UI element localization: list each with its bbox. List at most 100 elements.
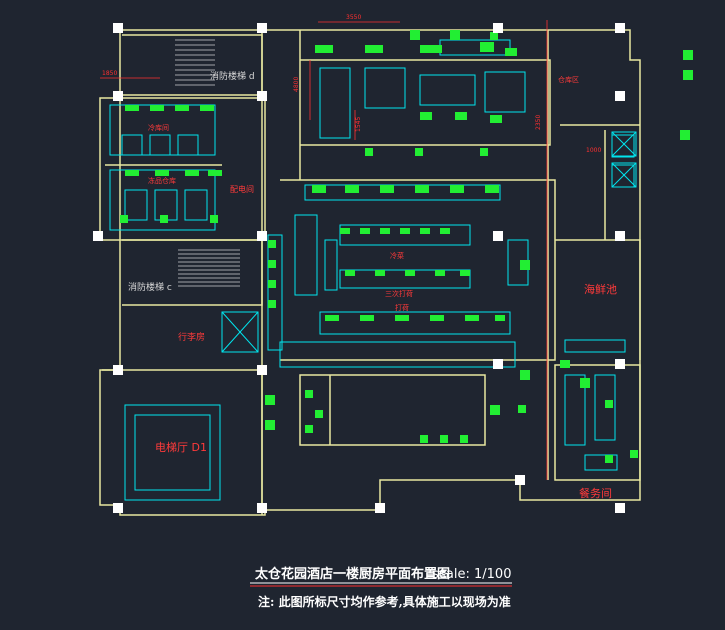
fixture-block — [410, 30, 420, 40]
title-scale: scale: 1/100 — [432, 567, 511, 582]
fixture-block — [490, 115, 502, 123]
dim-right-b: 1000 — [586, 147, 601, 154]
label-fire-stair-c: 消防楼梯 c — [128, 281, 172, 293]
dining-outer-frame — [124, 404, 221, 501]
fixture-block — [480, 148, 488, 156]
fixture-block — [125, 170, 139, 176]
label-elec-room: 配电间 — [230, 184, 254, 194]
fixture-block — [325, 315, 339, 321]
restroom-wall — [299, 374, 486, 446]
upper-line-5 — [439, 39, 511, 56]
label-dining-hall: 电梯厅 D1 — [155, 441, 207, 454]
fixture-block — [360, 228, 370, 234]
dim-right-a: 2350 — [535, 115, 542, 130]
fixture-block — [415, 185, 429, 193]
service-counter-1 — [594, 374, 616, 441]
seafood-tank — [564, 339, 626, 353]
main-side-1 — [294, 214, 318, 296]
dining-wall — [102, 369, 263, 510]
fixture-block — [200, 105, 214, 111]
column — [93, 231, 103, 241]
fixture-block — [268, 260, 276, 268]
fixture-block — [630, 450, 638, 458]
main-island-1 — [339, 224, 471, 246]
upper-kitchen-wall — [300, 59, 551, 146]
label-cold-dish: 冷菜 — [390, 251, 404, 260]
label-cold-room: 冷库间 — [148, 123, 169, 132]
fixture-block — [312, 185, 326, 193]
cold-room-rack-2 — [149, 134, 171, 156]
fixture-block — [580, 378, 590, 388]
dimension-lines — [100, 20, 548, 480]
fixture-block — [683, 70, 693, 80]
column — [257, 365, 267, 375]
column — [493, 23, 503, 33]
label-seafood-pool: 海鲜池 — [584, 282, 617, 296]
fixture-block — [400, 228, 410, 234]
fixture-block — [360, 315, 374, 321]
upper-line-2 — [364, 67, 406, 109]
fixture-block — [485, 185, 499, 193]
column — [257, 503, 267, 513]
fixture-block — [175, 105, 189, 111]
fixture-block — [155, 170, 169, 176]
title-note: 注: 此图所标尺寸均作参考,具体施工以现场为准 — [258, 594, 511, 609]
fixture-block — [125, 105, 139, 111]
fixture-block — [185, 170, 199, 176]
column — [113, 91, 123, 101]
fixture-block — [305, 390, 313, 398]
elevator-cab — [221, 311, 259, 353]
fixture-block — [375, 270, 385, 276]
title-main: 太仓花园酒店一楼厨房平面布置图 — [254, 566, 450, 582]
dim-mid: 1545 — [355, 117, 362, 132]
fixture-block — [380, 185, 394, 193]
lift-right-2 — [611, 162, 637, 188]
fixture-block — [680, 130, 690, 140]
lift-right-1-cross-b — [611, 131, 637, 157]
upper-line-1 — [319, 67, 351, 139]
column — [375, 503, 385, 513]
fixture-block — [683, 50, 693, 60]
column — [113, 23, 123, 33]
column — [493, 359, 503, 369]
fixture-block — [490, 405, 500, 415]
cold-room-rack-1 — [121, 134, 143, 156]
fixture-block — [435, 270, 445, 276]
fixture-block — [315, 45, 333, 53]
fixture-block — [460, 270, 470, 276]
fixture-block — [465, 315, 479, 321]
column — [615, 231, 625, 241]
fixture-block — [268, 280, 276, 288]
fixture-block — [420, 112, 432, 120]
column — [615, 503, 625, 513]
column — [515, 475, 525, 485]
fixture-block — [345, 185, 359, 193]
fixture-block — [345, 270, 355, 276]
label-fire-stair-d: 消防楼梯 d — [210, 70, 255, 82]
column — [257, 23, 267, 33]
fixture-block — [440, 435, 448, 443]
fixture-block — [490, 32, 498, 40]
fixture-block — [208, 170, 222, 176]
dim-left-top: 1850 — [102, 70, 117, 77]
fixture-block — [450, 185, 464, 193]
stove-row — [319, 311, 511, 335]
column — [493, 231, 503, 241]
fixture-block — [210, 215, 218, 223]
fixture-block — [268, 240, 276, 248]
fixture-block — [265, 395, 275, 405]
label-butcher: 打荷 — [395, 303, 409, 312]
cold-room-rack-3 — [177, 134, 199, 156]
stair-treads — [175, 39, 240, 287]
right-unit-2 — [611, 134, 635, 158]
fixture-block — [305, 425, 313, 433]
fixture-block — [265, 420, 275, 430]
fixture-block — [365, 148, 373, 156]
fixture-block — [395, 315, 409, 321]
fixture-block — [450, 30, 460, 40]
column — [615, 91, 625, 101]
fixture-block — [415, 148, 423, 156]
fixture-block — [518, 405, 526, 413]
title-block: 太仓花园酒店一楼厨房平面布置图 scale: 1/100 注: 此图所标尺寸均作… — [250, 566, 512, 609]
